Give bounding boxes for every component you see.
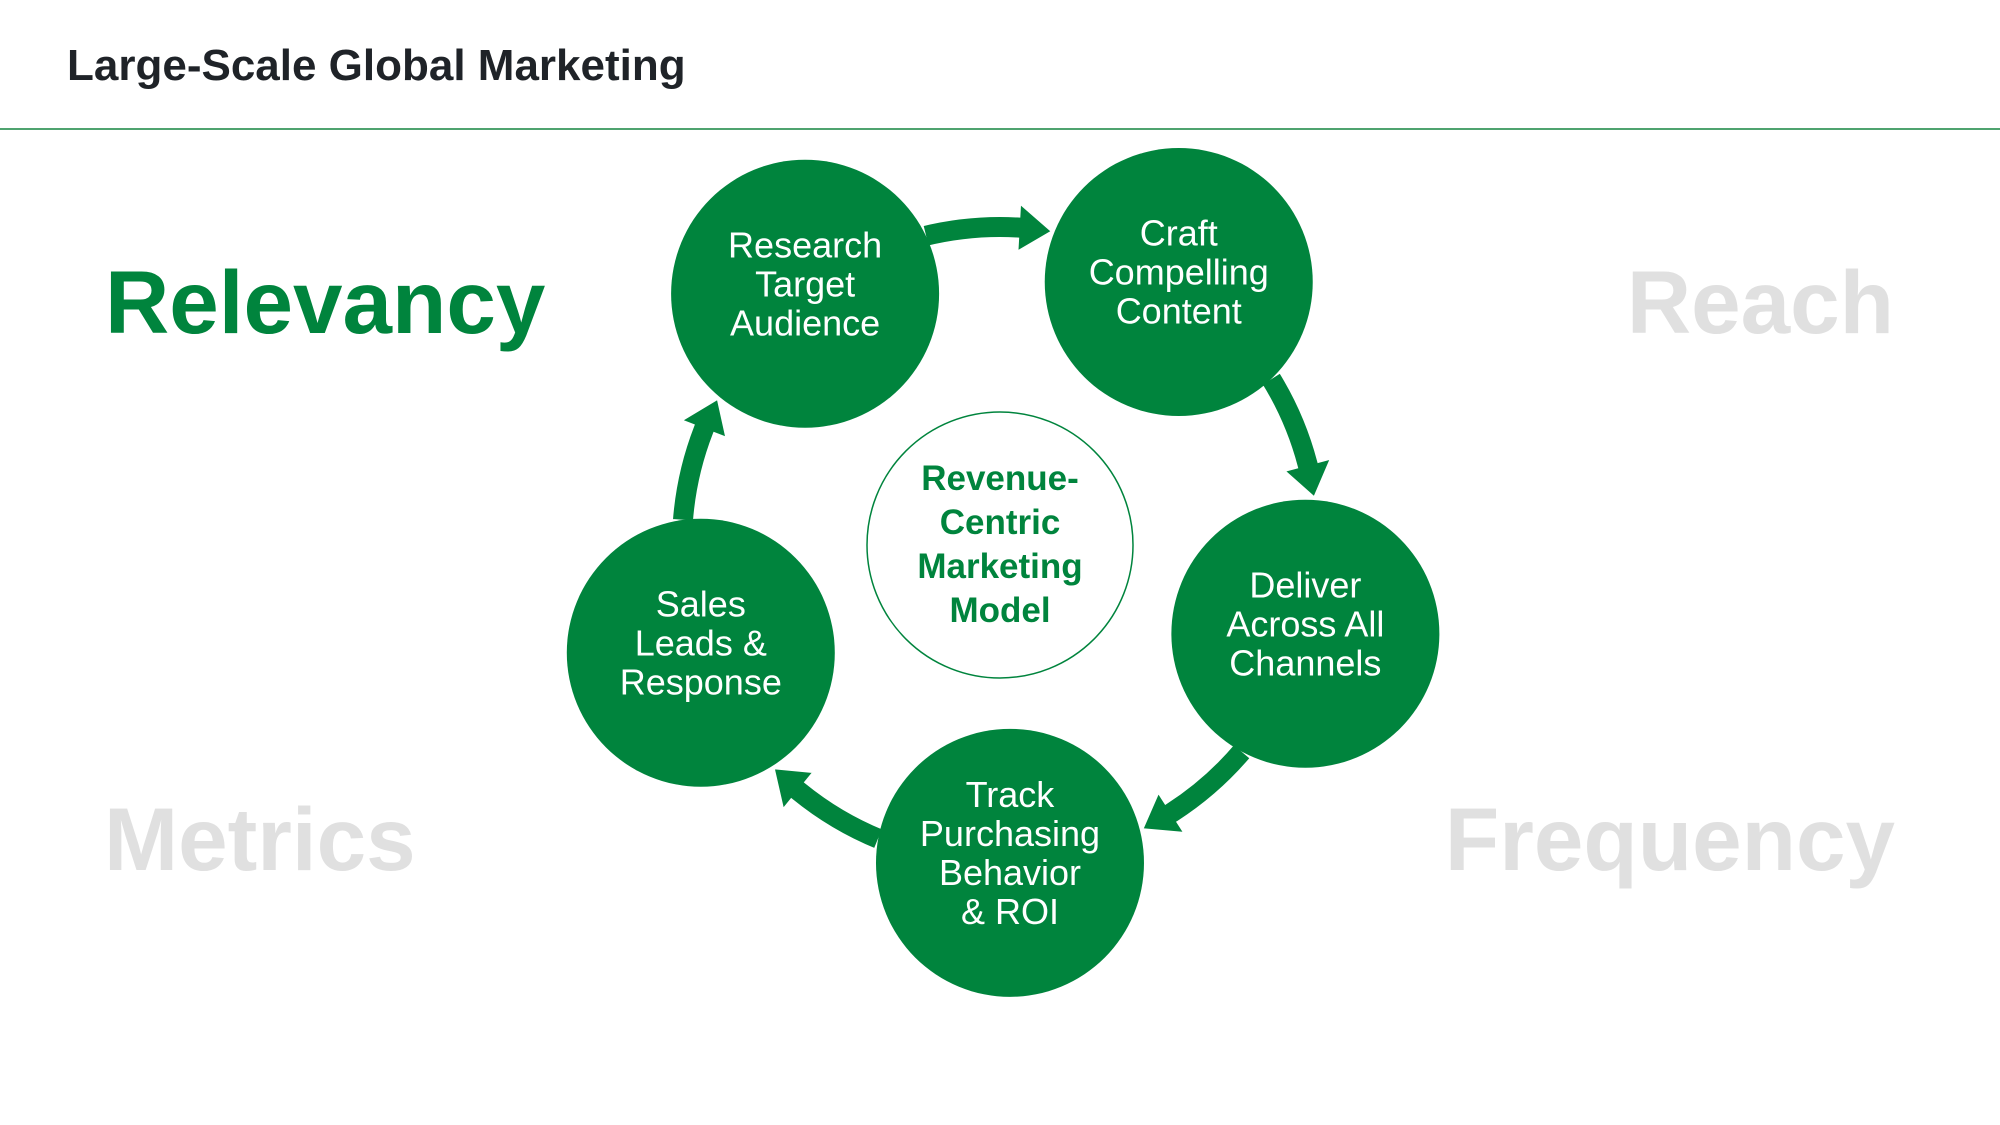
center-hub-circle: [866, 411, 1134, 679]
cycle-step-label: Sales Leads & Response: [619, 583, 782, 703]
cycle-step-label: Deliver Across All Channels: [1226, 564, 1385, 684]
cycle-arrow: [668, 394, 731, 525]
cycle-step-label: Research Target Audience: [728, 224, 883, 344]
cycle-arrow: [918, 197, 1057, 258]
corner-label-frequency: Frequency: [1444, 789, 1895, 889]
cycle-step-circle: [1171, 499, 1440, 768]
cycle-arrows: [668, 197, 1337, 854]
cycle-arrow: [769, 764, 887, 854]
cycle-step-circle: [566, 518, 835, 787]
corner-label-reach: Reach: [1626, 252, 1894, 352]
title-divider: [0, 128, 2000, 130]
cycle-arrow: [1137, 739, 1255, 837]
corner-label-metrics: Metrics: [104, 789, 416, 889]
center-hub-label: Revenue- Centric Marketing Model: [917, 459, 1083, 630]
cycle-step-label: Craft Compelling Content: [1088, 212, 1269, 332]
cycle-step-circle: [1044, 147, 1313, 416]
corner-label-relevancy: Relevancy: [105, 252, 546, 352]
page-title: Large-Scale Global Marketing: [67, 41, 686, 90]
cycle-step-circle: [671, 159, 940, 428]
cycle-step-circle: [875, 728, 1144, 997]
cycle-nodes: [566, 147, 1440, 997]
cycle-arrow: [1257, 368, 1337, 503]
cycle-step-label: Track Purchasing Behavior & ROI: [919, 773, 1101, 932]
